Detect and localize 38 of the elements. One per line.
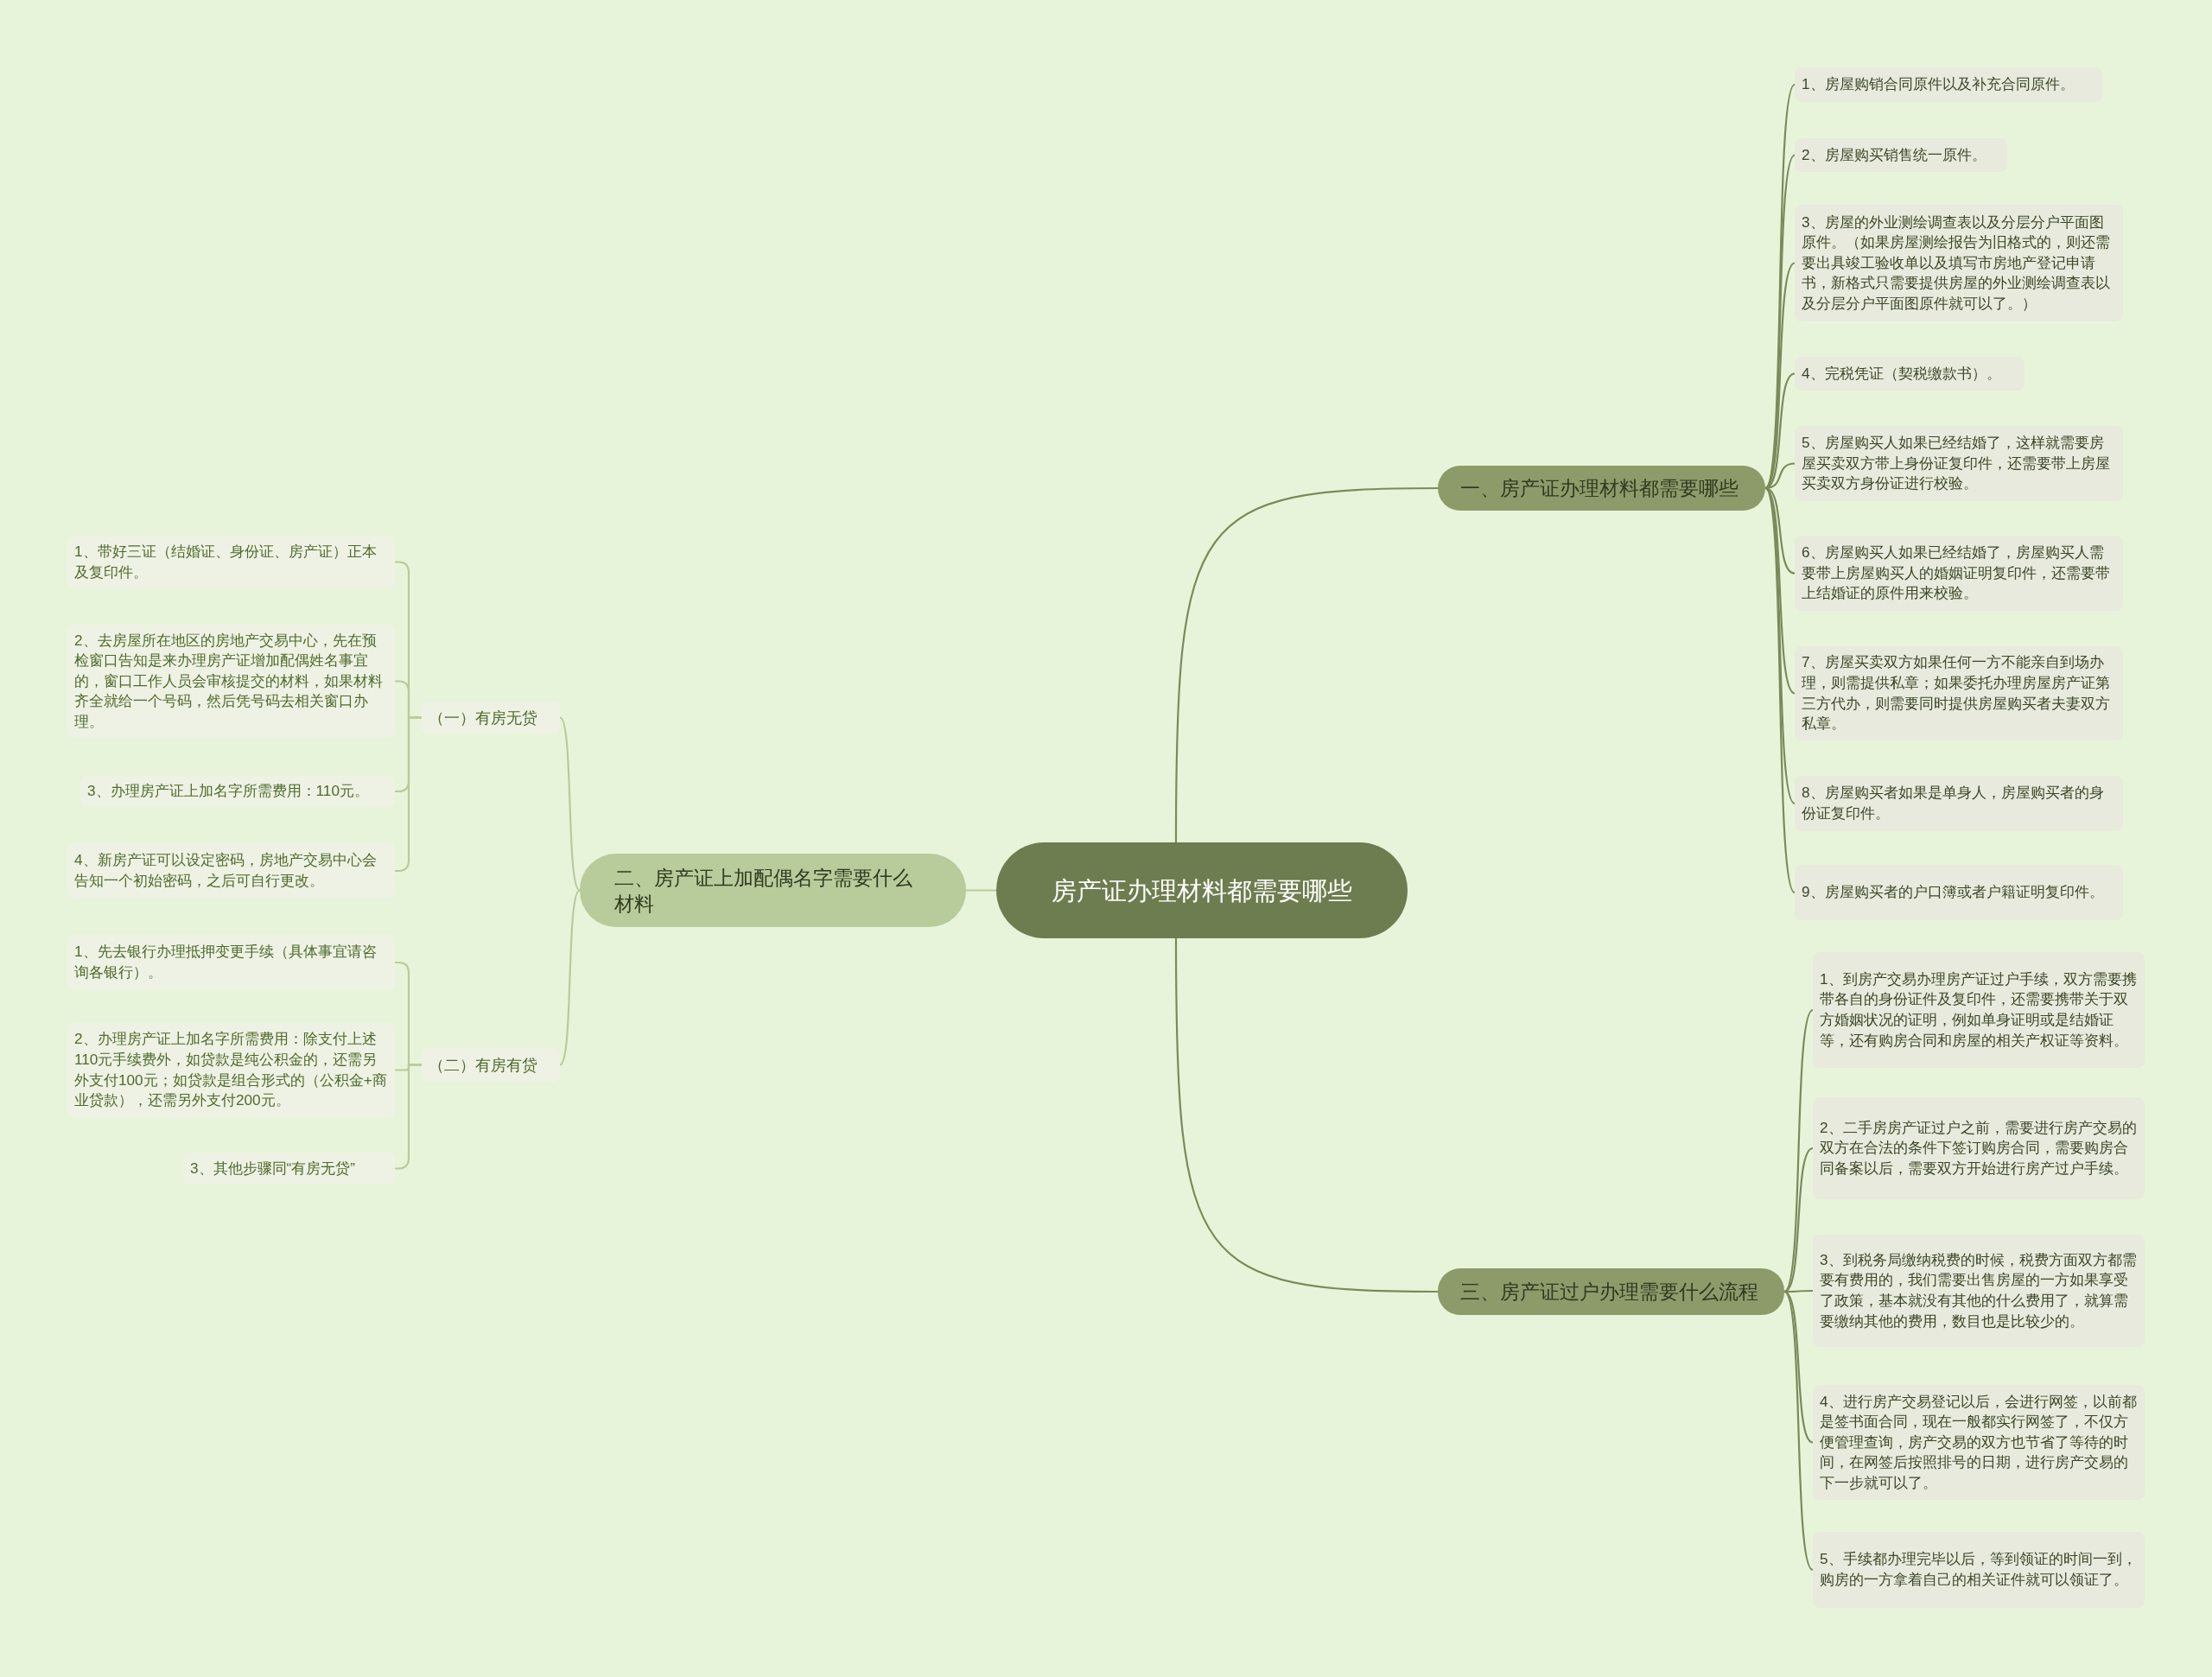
- connector-line: [1174, 938, 1438, 1293]
- detail-box: 3、房屋的外业测绘调查表以及分层分户平面图原件。（如果房屋测绘报告为旧格式的，则还需要出具竣工验收单以及填写市房地产登记申请书，新格式只需要提供房屋的外业测绘调查表以及分层分户平面图原件就可以了。）: [1795, 205, 2123, 321]
- detail-box: 5、房屋购买人如果已经结婚了，这样就需要房屋买卖双方带上身份证复印件，还需要带上房屋买卖双方身份证进行校验。: [1795, 426, 2123, 501]
- detail-box: 5、手续都办理完毕以后，等到领证的时间一到，购房的一方拿着自己的相关证件就可以领证了。: [1813, 1532, 2145, 1608]
- subtopic-box: （二）有房有贷: [422, 1048, 560, 1082]
- detail-box: 2、二手房房产证过户之前，需要进行房产交易的双方在合法的条件下签订购房合同，需要购房合同备案以后，需要双方开始进行房产过户手续。: [1813, 1097, 2145, 1199]
- detail-box: 3、到税务局缴纳税费的时候，税费方面双方都需要有费用的，我们需要出售房屋的一方如果享受了政策，基本就没有其他的什么费用了，就算需要缴纳其他的费用，数目也是比较少的。: [1813, 1235, 2145, 1347]
- connector-line: [559, 716, 581, 892]
- connector-line: [559, 889, 581, 1066]
- connector-line: [1174, 486, 1438, 842]
- detail-box: 1、到房产交易办理房产证过户手续，双方需要携带各自的身份证件及复印件，还需要携带关于双方婚姻状况的证明，例如单身证明或是结婚证等，还有购房合同和房屋的相关产权证等资料。: [1813, 952, 2145, 1068]
- connector-line: [1783, 1009, 1814, 1293]
- topic-box: 三、房产证过户办理需要什么流程: [1438, 1268, 1784, 1315]
- detail-box: 4、新房产证可以设定密码，房地产交易中心会告知一个初始密码，之后可自行更改。: [67, 843, 395, 899]
- connector-line: [966, 889, 996, 892]
- detail-box: 4、完税凭证（契税缴款书）。: [1795, 357, 2024, 391]
- topic-box: 二、房产证上加配偶名字需要什么材料: [580, 854, 966, 927]
- detail-box: 6、房屋购买人如果已经结婚了，房屋购买人需要带上房屋购买人的婚姻证明复印件，还需要带上结婚证的原件用来校验。: [1795, 536, 2123, 611]
- detail-box: 3、其他步骤同“有房无贷”: [183, 1153, 395, 1185]
- connector-line: [1764, 487, 1796, 804]
- topic-box: 一、房产证办理材料都需要哪些: [1438, 466, 1765, 511]
- connector-line: [1783, 1147, 1814, 1293]
- detail-box: 2、房屋购买销售统一原件。: [1795, 138, 2007, 172]
- subtopic-box: （一）有房无贷: [422, 702, 560, 734]
- central-topic-box: 房产证办理材料都需要哪些: [996, 842, 1408, 938]
- connector-line: [1764, 487, 1796, 893]
- connector-line: [1784, 1289, 1813, 1293]
- detail-box: 1、带好三证（结婚证、身份证、房产证）正本及复印件。: [67, 536, 395, 588]
- detail-box: 1、先去银行办理抵押变更手续（具体事宜请咨询各银行）。: [67, 935, 395, 990]
- detail-box: 1、房屋购销合同原件以及补充合同原件。: [1795, 67, 2102, 102]
- detail-box: 9、房屋购买者的户口簿或者户籍证明复印件。: [1795, 865, 2123, 920]
- detail-box: 7、房屋买卖双方如果任何一方不能亲自到场办理，则需提供私章；如果委托办理房屋房产证第三方代办，则需要同时提供房屋购买者夫妻双方私章。: [1795, 646, 2123, 740]
- detail-box: 4、进行房产交易登记以后，会进行网签，以前都是签书面合同，现在一般都实行网签了，不仅方便管理查询，房产交易的双方也节省了等待的时间，在网签后按照排号的日期，进行房产交易的下一步就可以了。: [1813, 1385, 2145, 1500]
- detail-box: 3、办理房产证上加名字所需费用：110元。: [80, 776, 395, 807]
- connector-line: [1783, 1291, 1814, 1571]
- detail-box: 8、房屋购买者如果是单身人，房屋购买者的身份证复印件。: [1795, 776, 2123, 831]
- detail-box: 2、办理房产证上加名字所需费用：除支付上述110元手续费外，如贷款是纯公积金的，还需另外支付100元；如贷款是组合形式的（公积金+商业贷款），还需另外支付200元。: [67, 1023, 395, 1117]
- detail-box: 2、去房屋所在地区的房地产交易中心，先在预检窗口告知是来办理房产证增加配偶姓名事宜的，窗口工作人员会审核提交的材料，如果材料齐全就给一个号码，然后凭号码去相关窗口办理。: [67, 625, 395, 738]
